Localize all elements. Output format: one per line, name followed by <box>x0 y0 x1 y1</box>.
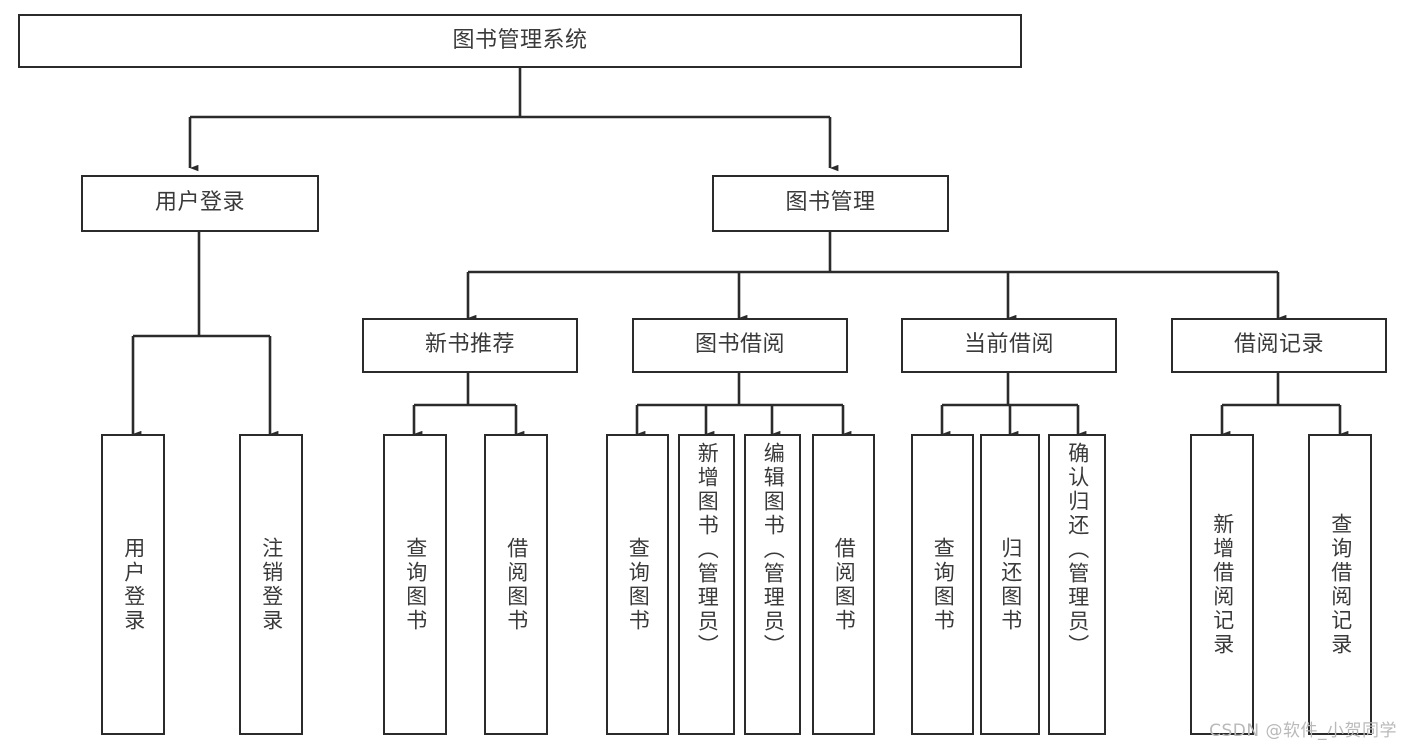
node-root-label: 图书管理系统 <box>452 27 588 53</box>
node-new-book-recommend-label: 新书推荐 <box>424 332 515 358</box>
leaf-book-borrow-3[interactable]: 借阅图书 <box>812 434 875 735</box>
leaf-borrow-record-0-label: 新增借阅记录 <box>1210 512 1235 657</box>
node-current-borrow-label: 当前借阅 <box>963 332 1054 358</box>
leaf-user-login-0[interactable]: 用户登录 <box>101 434 165 735</box>
leaf-book-borrow-0[interactable]: 查询图书 <box>606 434 669 735</box>
leaf-book-borrow-1[interactable]: 新增图书（管理员） <box>678 434 735 735</box>
leaf-current-borrow-0-label: 查询图书 <box>931 536 956 633</box>
leaf-borrow-record-1[interactable]: 查询借阅记录 <box>1308 434 1372 735</box>
node-root[interactable]: 图书管理系统 <box>18 14 1022 68</box>
leaf-borrow-record-0[interactable]: 新增借阅记录 <box>1190 434 1254 735</box>
node-current-borrow[interactable]: 当前借阅 <box>901 318 1117 373</box>
node-user-login[interactable]: 用户登录 <box>81 175 319 232</box>
node-borrow-record-label: 借阅记录 <box>1233 332 1324 358</box>
node-user-login-label: 用户登录 <box>154 190 245 216</box>
leaf-new-book-recommend-1-label: 借阅图书 <box>504 536 529 633</box>
leaf-current-borrow-2[interactable]: 确认归还（管理员） <box>1048 434 1106 735</box>
leaf-user-login-1[interactable]: 注销登录 <box>239 434 303 735</box>
node-book-manage-label: 图书管理 <box>785 190 876 216</box>
node-borrow-record[interactable]: 借阅记录 <box>1171 318 1387 373</box>
node-book-borrow-label: 图书借阅 <box>694 332 785 358</box>
leaf-new-book-recommend-0[interactable]: 查询图书 <box>383 434 447 735</box>
leaf-borrow-record-1-label: 查询借阅记录 <box>1328 512 1353 657</box>
node-new-book-recommend[interactable]: 新书推荐 <box>362 318 578 373</box>
leaf-user-login-1-label: 注销登录 <box>259 536 284 633</box>
leaf-book-borrow-2[interactable]: 编辑图书（管理员） <box>744 434 801 735</box>
leaf-current-borrow-0[interactable]: 查询图书 <box>911 434 974 735</box>
node-book-borrow[interactable]: 图书借阅 <box>632 318 848 373</box>
leaf-new-book-recommend-0-label: 查询图书 <box>403 536 428 633</box>
leaf-book-borrow-3-label: 借阅图书 <box>832 536 857 633</box>
leaf-new-book-recommend-1[interactable]: 借阅图书 <box>484 434 548 735</box>
leaf-book-borrow-0-label: 查询图书 <box>626 536 651 633</box>
leaf-current-borrow-1[interactable]: 归还图书 <box>980 434 1040 735</box>
leaf-user-login-0-label: 用户登录 <box>121 536 146 633</box>
leaf-current-borrow-1-label: 归还图书 <box>998 536 1023 633</box>
leaf-current-borrow-2-label: 确认归还（管理员） <box>1065 442 1090 658</box>
node-book-manage[interactable]: 图书管理 <box>712 175 949 232</box>
leaf-book-borrow-1-label: 新增图书（管理员） <box>695 442 720 658</box>
leaf-book-borrow-2-label: 编辑图书（管理员） <box>761 442 786 658</box>
